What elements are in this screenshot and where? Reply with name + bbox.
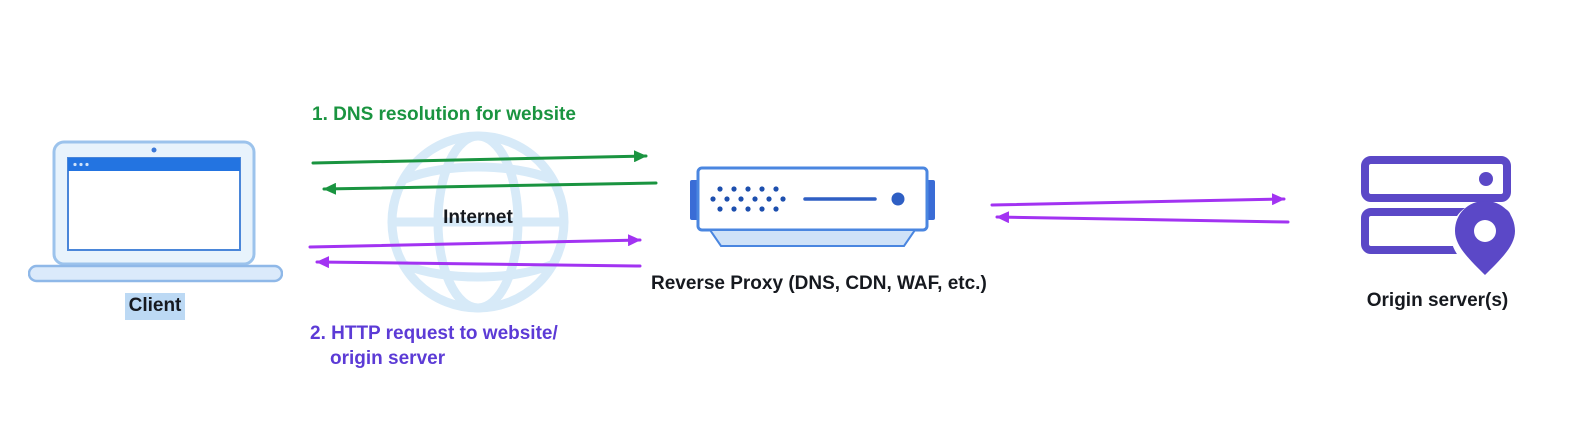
origin-to-proxy-arrow xyxy=(995,211,1290,224)
proxy-server-icon xyxy=(690,166,935,247)
server-unit-top xyxy=(1361,156,1511,202)
laptop-base xyxy=(28,264,283,283)
reverse-proxy-label: Reverse Proxy (DNS, CDN, WAF, etc.) xyxy=(651,273,987,294)
laptop-icon xyxy=(28,140,283,283)
http-flow-label-line2: origin server xyxy=(330,347,446,369)
proxy-base xyxy=(708,229,917,247)
server-top-led xyxy=(1479,172,1493,186)
globe-latitude-bottom xyxy=(400,260,556,282)
server-stack-icon xyxy=(1361,156,1515,275)
globe-icon xyxy=(387,131,569,313)
location-pin-hole xyxy=(1474,220,1496,242)
dns-flow-label: 1. DNS resolution for website xyxy=(312,104,576,125)
http-response-arrow xyxy=(315,256,642,269)
proxy-dot-grid xyxy=(710,186,786,212)
http-flow-label: 2. HTTP request to website/ origin serve… xyxy=(310,322,650,371)
http-request-arrow xyxy=(308,234,642,249)
client-label-highlight: Client xyxy=(124,293,186,320)
http-flow-label-line1: 2. HTTP request to website/ xyxy=(310,323,558,344)
laptop-camera-dot xyxy=(151,147,157,153)
proxy-panel-led xyxy=(891,192,905,206)
proxy-to-origin-arrow xyxy=(990,193,1286,207)
browser-window-dots xyxy=(73,162,89,167)
globe-latitude-top xyxy=(400,162,556,184)
internet-label: Internet xyxy=(443,207,513,228)
dns-request-arrow xyxy=(311,150,648,165)
browser-titlebar xyxy=(68,158,240,171)
origin-server-label: Origin server(s) xyxy=(1366,290,1509,311)
browser-window xyxy=(67,157,241,251)
client-label: Client xyxy=(65,293,245,320)
dns-response-arrow xyxy=(322,181,658,195)
